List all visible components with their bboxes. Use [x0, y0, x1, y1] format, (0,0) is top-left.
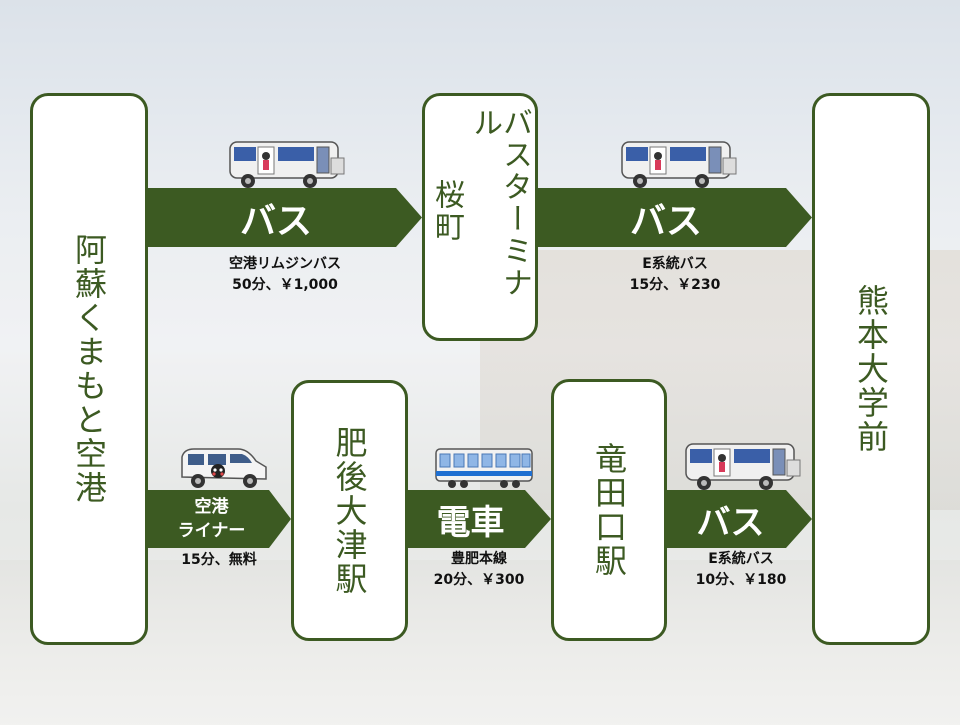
route-arrow-e-bus-bottom: バス [667, 490, 812, 548]
route-caption-limousine: 空港リムジンバス 50分、￥1,000 [148, 254, 422, 296]
route-arrow-liner: 空港 ライナー [148, 490, 291, 548]
route-mode-train: 電車 [436, 502, 505, 543]
station-higo-ozu: 肥後大津駅 [291, 380, 408, 641]
route-line-e-bus-bottom: E系統バス [708, 551, 774, 567]
route-caption-train: 豊肥本線 20分、￥300 [406, 549, 552, 591]
route-detail-limousine: 50分、￥1,000 [232, 277, 338, 293]
route-detail-e-bus-bottom: 10分、￥180 [695, 572, 787, 588]
bus-icon [229, 141, 345, 188]
route-line-limousine: 空港リムジンバス [229, 256, 341, 272]
bus-icon [621, 141, 737, 188]
route-arrow-train: 電車 [408, 490, 551, 548]
route-arrow-limousine: バス [148, 188, 422, 247]
station-sakuramachi-label-line2: 桜町 [429, 179, 464, 243]
route-caption-e-bus-top: E系統バス 15分、￥230 [538, 254, 812, 296]
train-icon [435, 448, 533, 488]
station-kumadai-label: 熊本大学前 [852, 284, 890, 454]
station-sakuramachi-labels: バスターミナル 桜町 [429, 107, 532, 327]
station-sakuramachi: バスターミナル 桜町 [422, 93, 538, 341]
station-tatsutaguchi: 竜田口駅 [551, 379, 667, 641]
route-mode-e-bus-top: バス [629, 200, 702, 242]
route-mode-limousine: バス [239, 200, 312, 242]
station-airport-label: 阿蘇くまもと空港 [70, 233, 108, 505]
route-detail-e-bus-top: 15分、￥230 [629, 277, 721, 293]
route-mode-liner-line2: ライナー [177, 521, 246, 541]
station-sakuramachi-label-line1: バスターミナル [467, 107, 532, 299]
background-ground [0, 560, 960, 725]
station-tatsutaguchi-label: 竜田口駅 [590, 442, 628, 578]
route-detail-liner: 15分、無料 [181, 552, 257, 568]
route-detail-train: 20分、￥300 [433, 572, 525, 588]
route-line-e-bus-top: E系統バス [642, 256, 708, 272]
route-line-train: 豊肥本線 [451, 551, 507, 567]
station-kumadai: 熊本大学前 [812, 93, 930, 645]
route-mode-liner-line1: 空港 [194, 497, 229, 517]
station-airport: 阿蘇くまもと空港 [30, 93, 148, 645]
route-caption-e-bus-bottom: E系統バス 10分、￥180 [667, 549, 815, 591]
station-higo-ozu-label: 肥後大津駅 [330, 425, 369, 596]
route-caption-liner: 15分、無料 [150, 550, 288, 571]
bus-icon [685, 443, 801, 490]
van-icon [181, 448, 267, 488]
route-arrow-e-bus-top: バス [538, 188, 812, 247]
route-mode-e-bus-bottom: バス [696, 502, 765, 543]
